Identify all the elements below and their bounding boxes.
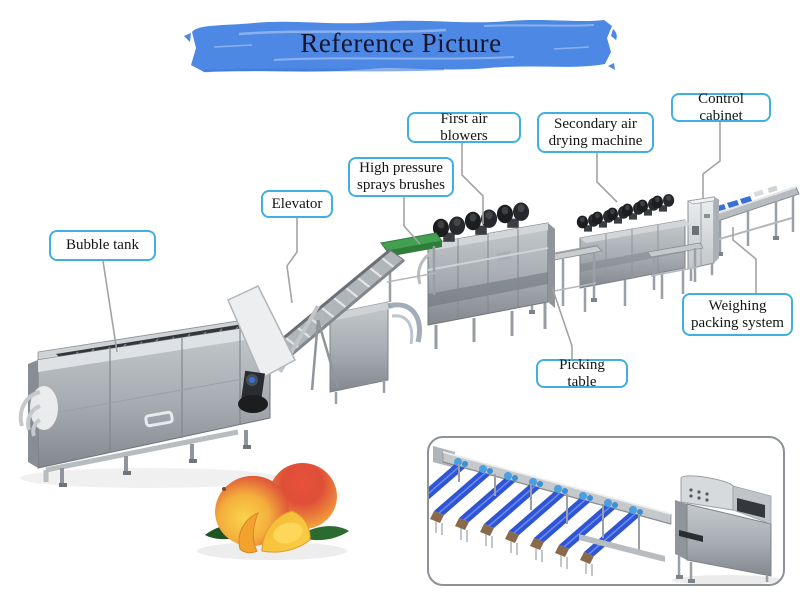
label-bubble-tank: Bubble tank — [49, 230, 156, 261]
transfer-conveyor — [647, 242, 704, 290]
label-secondary-air-drying-machine: Secondary air drying machine — [537, 112, 654, 153]
leader-bubble-tank — [102, 260, 118, 353]
bubble-tank-machine — [18, 315, 280, 488]
label-high-pressure-sprays-brushes: High pressure sprays brushes — [348, 157, 454, 197]
inset-weighing-machine-photo — [427, 436, 785, 586]
label-weighing-packing-system: Weighing packing system — [682, 293, 793, 336]
leader-high-pressure — [403, 197, 421, 245]
leader-secondary-air — [596, 153, 618, 203]
weighing-packing-machine — [711, 185, 800, 256]
washing-machine — [417, 202, 555, 349]
label-first-air-blowers: First air blowers — [407, 111, 521, 144]
banner-title: Reference Picture — [300, 27, 502, 58]
label-control-cabinet: Control cabinet — [671, 91, 771, 124]
leader-first-air-blowers — [461, 143, 484, 224]
elevator-guard-and-pump — [227, 285, 296, 413]
leader-control-cabinet — [702, 122, 721, 199]
leader-picking-table — [551, 286, 573, 360]
inset-host-machine — [672, 475, 782, 584]
mangoes-image — [197, 462, 349, 560]
banner-brush: Reference Picture — [184, 14, 618, 78]
label-picking-table: Picking table — [536, 357, 628, 390]
brush-stroke-icon — [184, 20, 617, 73]
inset-return-conveyor — [579, 534, 665, 562]
leader-elevator — [286, 216, 298, 304]
inset-rail-legs — [458, 464, 640, 550]
inset-illustration — [429, 446, 782, 584]
label-elevator: Elevator — [261, 190, 333, 218]
leader-weighing — [732, 227, 757, 294]
